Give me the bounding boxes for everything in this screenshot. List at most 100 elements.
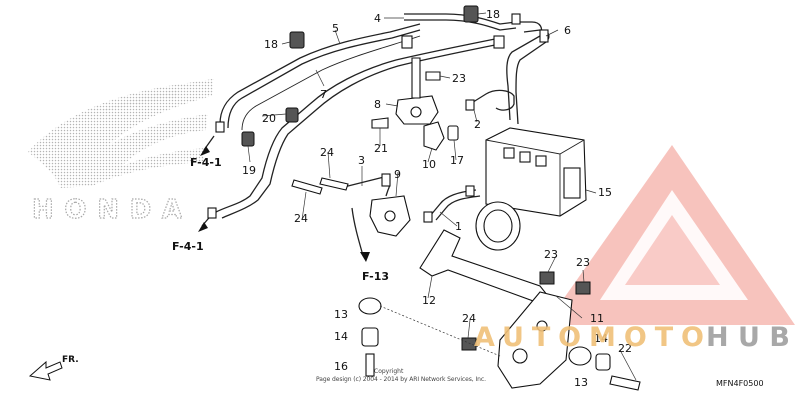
pipe-fitting-6 [539, 29, 549, 43]
assembly-line-13 [379, 305, 501, 357]
front-label: FR. [62, 355, 79, 365]
reference-labels: F-4-1 F-4-1 F-13 [172, 156, 389, 283]
brake-pipe-7 [219, 23, 421, 125]
modulator-port-1 [503, 147, 515, 159]
copyright-line-1: Copyright [374, 368, 404, 375]
pipe-fitting-3 [381, 173, 391, 187]
callout-23-lower: 24 [462, 312, 476, 325]
bolt-24-upper [319, 177, 349, 191]
modulator-brackets [419, 229, 591, 389]
collar-14-left [361, 327, 379, 347]
reference-f13[interactable]: F-13 [362, 270, 389, 283]
callout-15: 15 [598, 186, 612, 199]
front-direction-marker: FR. [28, 355, 79, 381]
arrow-to-f41-top [200, 146, 210, 156]
rubber-mount-13-left [358, 297, 382, 315]
pipe-fitting-2 [465, 99, 475, 111]
callout-3: 3 [358, 154, 365, 167]
modulator-port-3 [535, 155, 547, 167]
watermark-text-primary: AUTOMOTO [474, 322, 704, 353]
callout-24-lower: 24 [294, 212, 308, 225]
joint-stay-8 [411, 57, 421, 99]
callout-5: 5 [332, 22, 339, 35]
callout-16: 16 [334, 360, 348, 373]
bolt-23-lower [461, 337, 477, 351]
arrow-to-f41-bottom [198, 222, 208, 232]
pipe-fitting-1b [465, 185, 475, 197]
brake-pipe-left-lower-2 [221, 43, 501, 219]
bolt-23-center [539, 271, 555, 285]
honda-logo-text: HONDA [32, 195, 182, 225]
watermark-logo [545, 145, 795, 325]
bolt-21 [609, 375, 641, 391]
brake-pipe-6 [506, 21, 543, 121]
callout-23-right: 23 [576, 256, 590, 269]
callout-22: 23 [452, 72, 466, 85]
callout-14-right: 14 [594, 332, 608, 345]
pipe-fitting-4 [511, 13, 521, 25]
mounting-hardware [291, 57, 459, 237]
callout-labels: 1 2 3 4 5 6 7 8 9 10 11 12 13 13 14 14 1… [242, 8, 632, 389]
bracket-11 [497, 291, 573, 389]
arrow-to-f13 [360, 252, 370, 262]
collar-14-right [595, 353, 611, 371]
brake-pipe-4b [404, 19, 517, 31]
callout-8: 8 [374, 98, 381, 111]
abs-modulator-15 [475, 127, 587, 251]
collar-17 [447, 125, 459, 141]
callout-13-left: 13 [334, 308, 348, 321]
brake-pipe-2 [469, 89, 515, 111]
pipe-clamp-19-lower [241, 131, 255, 147]
brake-pipe-1b [435, 195, 481, 221]
rubber-mount-13-right [568, 346, 592, 366]
pipe-clamps [241, 5, 479, 147]
bolt-22 [425, 71, 441, 81]
diagram-code: MFN4F0500 [716, 379, 764, 388]
joint-9-port [384, 210, 396, 222]
reference-f41-bottom[interactable]: F-4-1 [172, 240, 204, 253]
callout-20: 21 [374, 142, 388, 155]
bolt-20 [371, 117, 389, 129]
callout-6: 6 [564, 24, 571, 37]
pipe-fitting-top [401, 35, 413, 49]
reference-f41-top[interactable]: F-4-1 [190, 156, 222, 169]
bolt-16 [365, 353, 375, 377]
callout-21: 22 [618, 342, 632, 355]
callout-18-top: 18 [486, 8, 500, 21]
pipe-clamp-18-left [289, 31, 305, 49]
bolt-23-right [575, 281, 591, 295]
bracket-11-hole [512, 348, 528, 364]
brake-pipes [198, 13, 550, 262]
pipe-clamp-18-right [463, 5, 479, 23]
watermark-triangle-core [625, 215, 720, 285]
callout-1: 1 [455, 220, 462, 233]
brake-pipe-5 [227, 29, 421, 129]
callout-19-upper: 20 [262, 112, 276, 125]
callout-17: 17 [450, 154, 464, 167]
callout-13-right: 13 [574, 376, 588, 389]
callout-24-upper: 24 [320, 146, 334, 159]
bracket-11-hole-2 [536, 320, 548, 332]
callout-23-center: 23 [544, 248, 558, 261]
modulator-motor-cap [483, 209, 513, 243]
pipe-clamp-19-upper [285, 107, 299, 123]
brake-pipe-7b [241, 35, 421, 131]
brake-pipe-3-down [351, 207, 363, 253]
pipe-fitting-left-1 [215, 121, 225, 133]
joint-8-port [410, 106, 422, 118]
front-arrow-icon [28, 360, 63, 381]
modulator-connector [563, 167, 581, 199]
pipe-fitting-left-2 [207, 207, 217, 219]
callout-10: 10 [422, 158, 436, 171]
mounting-rubbers [358, 297, 641, 391]
bracket-12 [419, 229, 549, 303]
callout-7: 7 [320, 88, 327, 101]
brake-pipe-left-lower [215, 37, 501, 213]
stay-10 [423, 121, 445, 151]
bolt-24-lower [291, 179, 323, 195]
watermark-text-secondary: HUB [706, 322, 790, 353]
honda-wing-logo: HONDA [28, 78, 214, 226]
callout-18-left: 18 [264, 38, 278, 51]
